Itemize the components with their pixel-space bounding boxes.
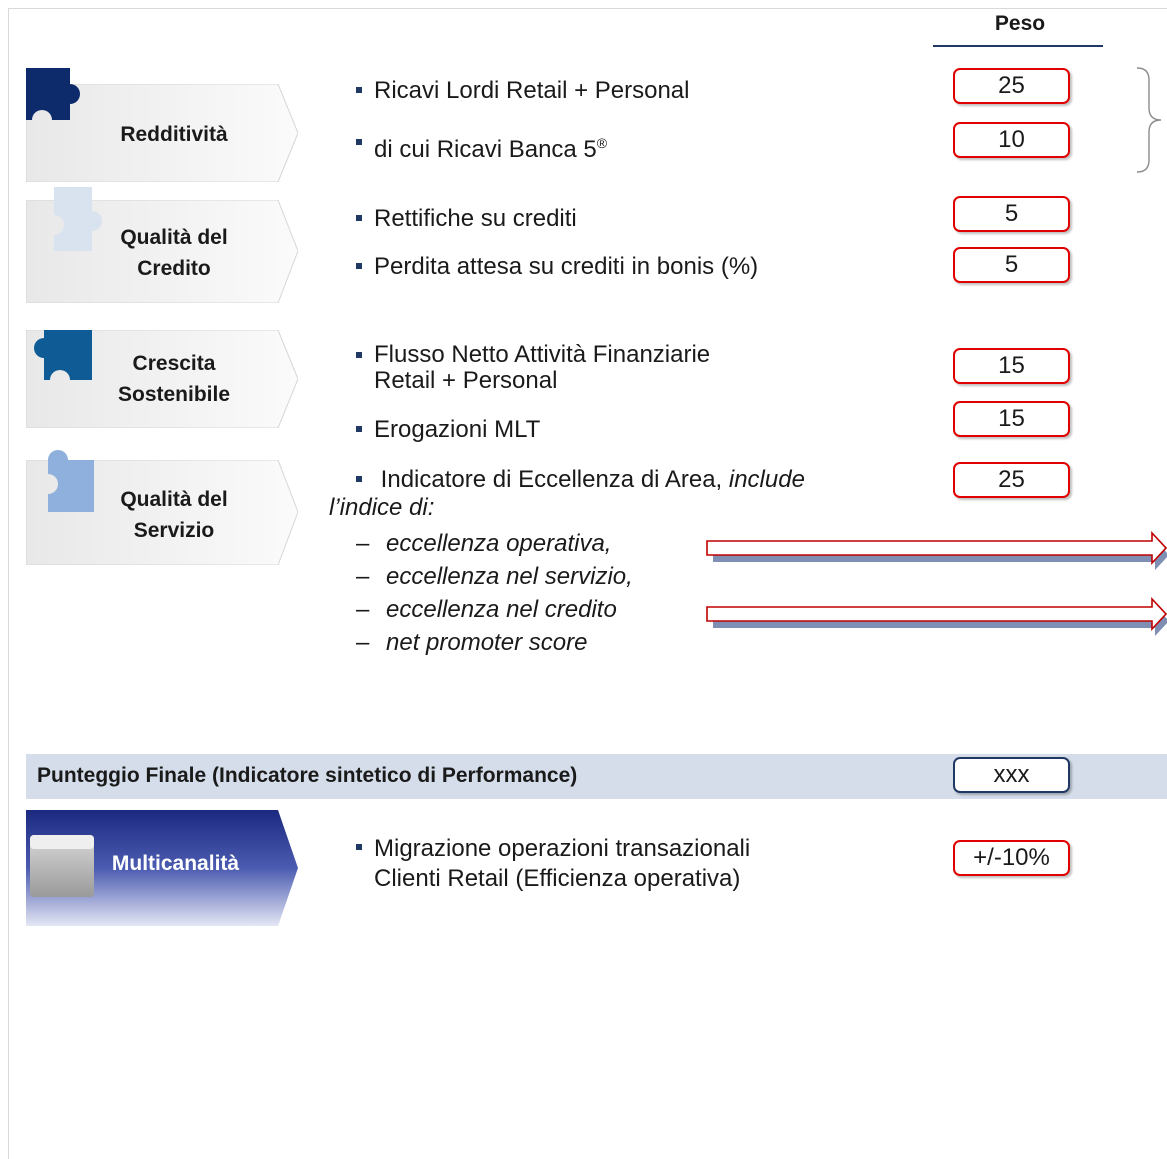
sub-list-item: –net promoter score bbox=[356, 629, 588, 656]
weight-box: 10 bbox=[953, 122, 1070, 158]
category-label: Crescita Sostenibile bbox=[117, 352, 231, 406]
weight-box: +/-10% bbox=[953, 840, 1070, 876]
category-crescita-sostenibile: Crescita Sostenibile bbox=[26, 330, 298, 428]
list-item: Erogazioni MLT bbox=[356, 416, 540, 444]
category-redditivita: Redditività bbox=[26, 84, 298, 182]
puzzle-piece-icon bbox=[48, 450, 94, 512]
list-item: Rettifiche su crediti bbox=[356, 205, 577, 233]
right-arrow-icon bbox=[706, 531, 1167, 570]
category-label: Redditività bbox=[120, 123, 228, 146]
category-label: Multicanalità bbox=[111, 852, 240, 875]
final-score-box: xxx bbox=[953, 757, 1070, 793]
sub-list-item: –eccellenza operativa, bbox=[356, 530, 612, 557]
peso-header: Peso bbox=[994, 12, 1046, 35]
puzzle-piece-icon bbox=[34, 330, 92, 380]
weight-box: 25 bbox=[953, 462, 1070, 498]
weight-box: 15 bbox=[953, 348, 1070, 384]
brace-icon bbox=[1136, 67, 1162, 173]
puzzle-piece-icon bbox=[54, 187, 102, 251]
list-item: Indicatore di Eccellenza di Area, includ… bbox=[356, 466, 805, 494]
puzzle-piece-icon bbox=[26, 68, 80, 120]
peso-underline bbox=[933, 45, 1103, 47]
chevron-shape bbox=[26, 84, 298, 182]
final-score-label: Punteggio Finale (Indicatore sintetico d… bbox=[37, 764, 578, 787]
sub-list-item: –eccellenza nel servizio, bbox=[356, 563, 633, 590]
list-item-continuation: l’indice di: bbox=[329, 494, 435, 521]
slide-frame bbox=[8, 8, 1167, 1159]
category-label: Qualità del Servizio bbox=[120, 488, 228, 542]
right-arrow-icon bbox=[706, 597, 1167, 636]
weight-box: 5 bbox=[953, 247, 1070, 283]
chevron-shape bbox=[26, 330, 298, 428]
weight-box: 5 bbox=[953, 196, 1070, 232]
list-item: Ricavi Lordi Retail + Personal bbox=[356, 77, 689, 105]
device-icon bbox=[30, 835, 94, 897]
list-item: Perdita attesa su crediti in bonis (%) bbox=[356, 253, 758, 281]
weight-box: 25 bbox=[953, 68, 1070, 104]
list-item: di cui Ricavi Banca 5® bbox=[356, 129, 607, 164]
sub-list-item: –eccellenza nel credito bbox=[356, 596, 617, 623]
weight-box: 15 bbox=[953, 401, 1070, 437]
category-label: Qualità del Credito bbox=[120, 226, 228, 280]
